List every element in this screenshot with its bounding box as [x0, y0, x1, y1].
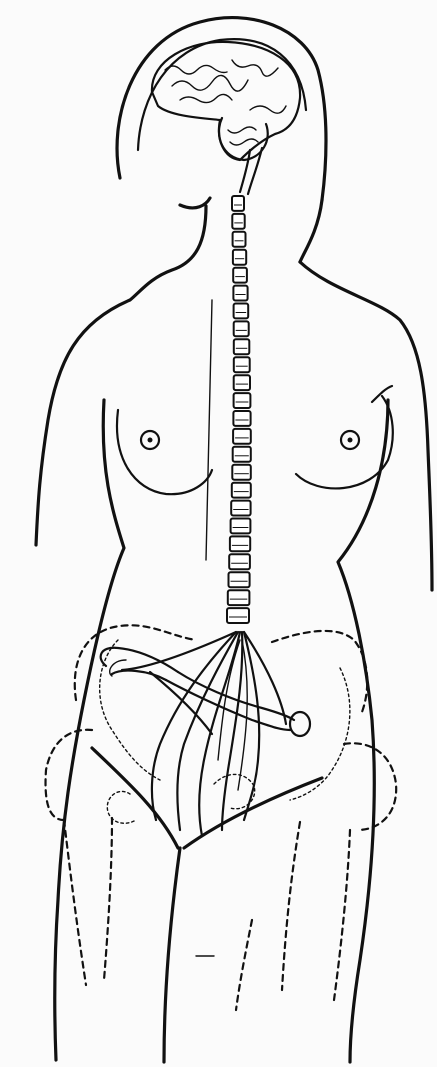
vertebra: [227, 608, 249, 623]
vertebra: [233, 232, 246, 247]
vertebra: [230, 536, 250, 551]
vertebra: [232, 214, 244, 229]
left-groin: [92, 748, 178, 848]
head-outline: [117, 18, 326, 200]
vertebra: [234, 304, 249, 319]
vertebra: [234, 357, 250, 372]
right-shoulder-arm: [300, 262, 432, 590]
vertebra: [231, 501, 250, 516]
vertebra: [233, 268, 247, 283]
brain: [152, 42, 300, 194]
vertebra: [234, 375, 250, 390]
vertebra: [232, 465, 251, 480]
vertebra: [229, 554, 250, 569]
vertebra: [233, 429, 251, 444]
spinal-column: [227, 196, 251, 623]
left-breast: [117, 410, 212, 494]
right-nipple-center: [348, 438, 353, 443]
pelvis-outline: [46, 625, 397, 1010]
vertebra: [232, 196, 244, 211]
left-nipple-center: [148, 438, 153, 443]
neck-right: [300, 200, 322, 262]
vertebra: [233, 250, 246, 265]
vertebra: [234, 339, 250, 354]
right-torso: [338, 400, 388, 1062]
right-breast: [296, 386, 393, 488]
vertebra: [229, 572, 250, 587]
vertebra: [233, 411, 250, 426]
inner-leg: [164, 848, 180, 1062]
vertebra: [232, 483, 251, 498]
vertebra: [234, 321, 249, 336]
midline: [206, 300, 212, 560]
vertebra: [234, 393, 251, 408]
vertebra: [233, 447, 251, 462]
vertebra: [228, 590, 250, 605]
vertebra: [231, 519, 251, 534]
vertebra: [233, 286, 247, 301]
